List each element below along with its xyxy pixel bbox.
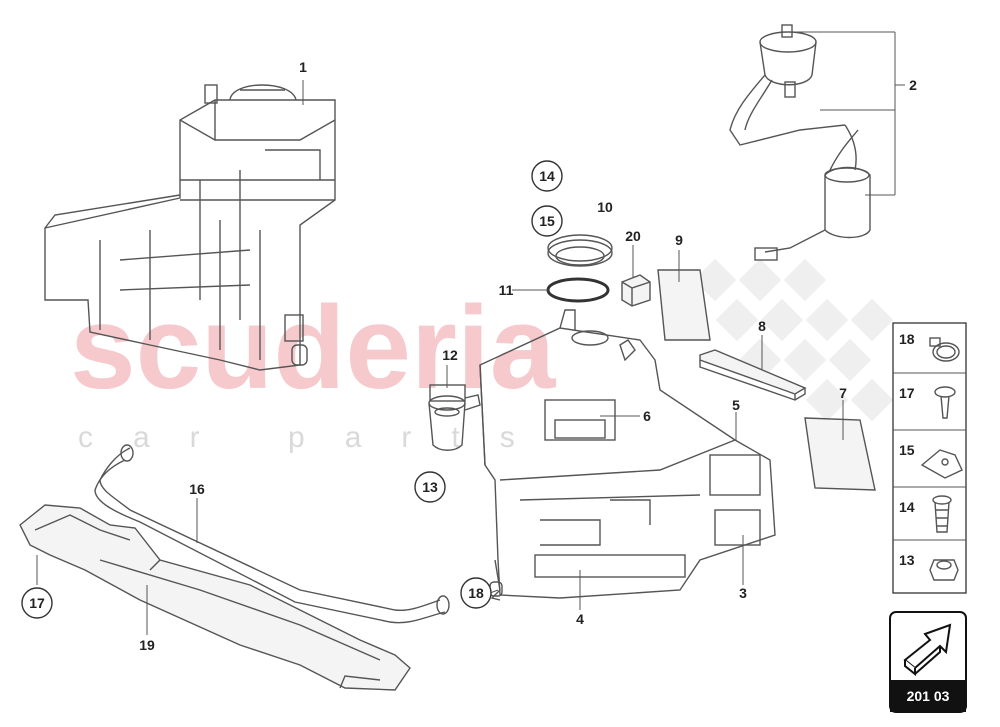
next-page-arrow-icon	[903, 623, 952, 677]
sensor-block-part	[621, 274, 651, 307]
callout-20: 20	[625, 228, 641, 244]
bolt-icon	[932, 495, 952, 533]
callout-7: 7	[839, 385, 847, 401]
hose-clamp-icon	[929, 337, 960, 362]
callout-3: 3	[739, 585, 747, 601]
legend-item-number: 13	[899, 552, 915, 568]
legend-item-number: 14	[899, 499, 915, 515]
reference-code: 201 03	[907, 688, 950, 704]
insulation-strip-part	[699, 349, 807, 401]
callout-9: 9	[675, 232, 683, 248]
watermark-sub: car parts	[78, 421, 555, 454]
locking-ring-part	[547, 234, 613, 267]
callout-1: 1	[299, 59, 307, 75]
callout-13-circled: 13	[422, 479, 438, 495]
gasket-seal-part	[546, 277, 610, 303]
fuel-pump-assembly-part	[729, 24, 871, 261]
callout-11: 11	[499, 282, 514, 298]
watermark-brand: scuderia	[70, 282, 557, 414]
leader-lines	[36, 31, 905, 635]
callout-15-circled: 15	[539, 213, 555, 229]
fuel-pipe-part	[94, 444, 450, 624]
legend-item-number: 18	[899, 331, 915, 347]
callout-10: 10	[597, 199, 613, 215]
key-clip-icon	[920, 449, 963, 479]
callout-16: 16	[189, 481, 205, 497]
watermark: scuderia car parts	[70, 258, 894, 454]
callout-4: 4	[576, 611, 584, 627]
heat-shield-part	[19, 504, 411, 691]
callout-5: 5	[732, 397, 740, 413]
callout-2: 2	[909, 77, 917, 93]
legend-item-number: 17	[899, 385, 915, 401]
callout-12: 12	[442, 347, 458, 363]
reference-box[interactable]: 201 03	[889, 611, 967, 713]
callout-6: 6	[643, 408, 651, 424]
legend-item-number: 15	[899, 442, 915, 458]
nut-icon	[929, 559, 959, 581]
fuel-tank-assembly-part	[44, 84, 336, 371]
callout-17-circled: 17	[29, 595, 45, 611]
callout-19: 19	[139, 637, 155, 653]
fuel-tank-lower-part	[479, 309, 776, 601]
callout-8: 8	[758, 318, 766, 334]
suction-pump-part	[428, 384, 481, 451]
push-pin-icon	[934, 386, 956, 419]
hardware-legend: 18 17 15 14 13	[892, 322, 967, 594]
checker-pattern	[693, 258, 894, 422]
flat-pad-part	[804, 417, 876, 491]
callout-18-circled: 18	[468, 585, 484, 601]
callout-14-circled: 14	[539, 168, 555, 184]
foam-pad-part	[657, 269, 711, 341]
